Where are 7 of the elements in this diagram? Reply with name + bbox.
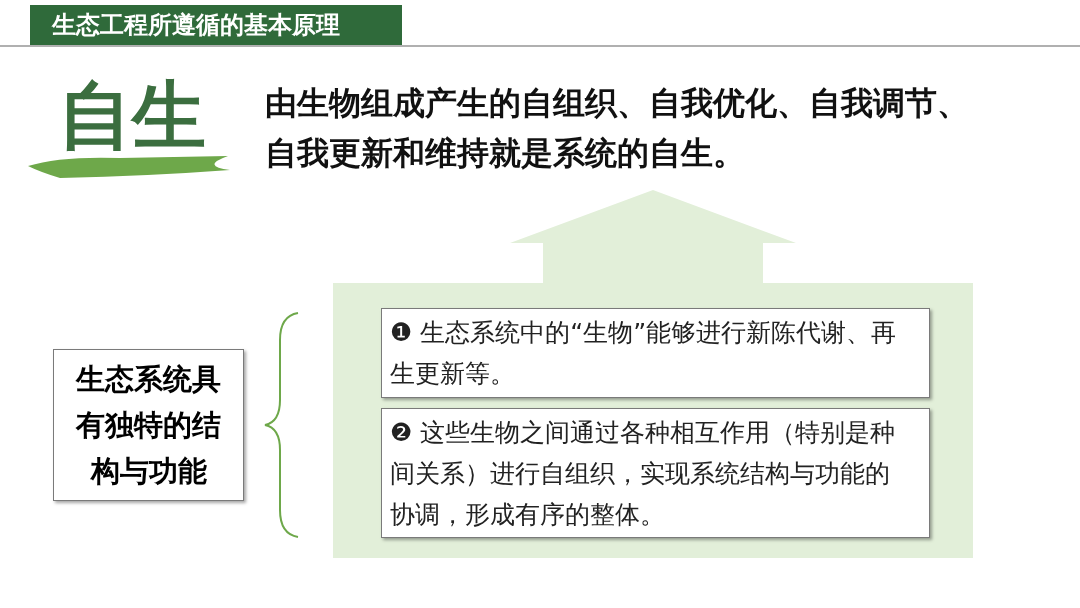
point-box: ❶ 生态系统中的“生物”能够进行新陈代谢、再生更新等。	[381, 308, 930, 398]
point-box: ❷ 这些生物之间通过各种相互作用（特别是种间关系）进行自组织，实现系统结构与功能的协调，形成有序的整体。	[381, 408, 930, 538]
arrow-panel	[333, 188, 973, 558]
text-box: 生态系统具有独特的结构与功能	[53, 349, 244, 501]
heading-text: 自生	[58, 71, 207, 160]
title-bar: 生态工程所遵循的基本原理	[30, 5, 402, 45]
definition-text: 由生物组成产生的自组织、自我优化、自我调节、自我更新和维持就是系统的自生。	[265, 83, 970, 174]
